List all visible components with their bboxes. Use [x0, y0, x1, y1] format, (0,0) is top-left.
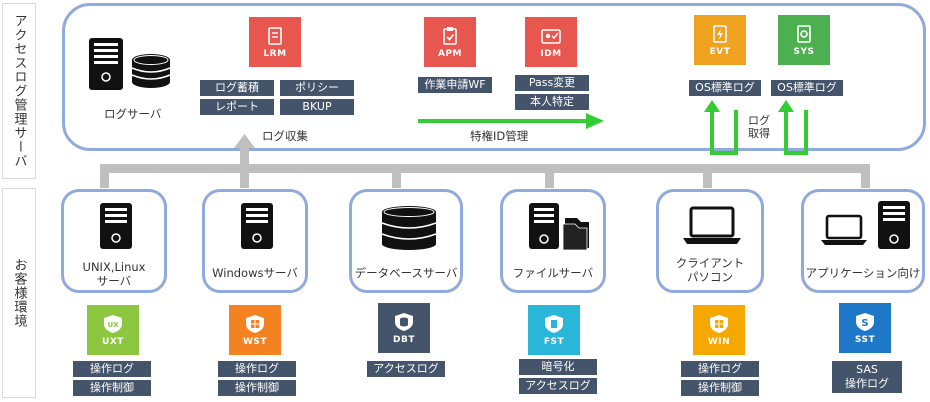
env-box-unix: UNIX,Linux サーバ [61, 189, 167, 293]
env-label-application: アプリケーション向け [805, 266, 921, 280]
log-collection-caption: ログ収集 [262, 129, 308, 143]
document-icon [268, 26, 282, 45]
env-label-unix: UNIX,Linux サーバ [82, 260, 146, 288]
database-shield-icon [395, 312, 413, 331]
evt-tag-os-log: OS標準ログ [689, 80, 761, 96]
windows-shield-icon [246, 314, 264, 333]
windows-shield-icon [710, 314, 728, 333]
dbt-tag-access-log: アクセスログ [367, 361, 445, 377]
apm-code: APM [437, 48, 463, 59]
apm-tile: APM [424, 17, 476, 67]
server-icon [241, 203, 273, 249]
wst-code: WST [242, 336, 268, 347]
server-icon [100, 203, 132, 249]
privilege-id-caption: 特権ID管理 [470, 129, 529, 143]
win-tag-operation-log: 操作ログ [681, 361, 759, 377]
idm-tile: IDM [525, 17, 577, 67]
apm-tag-workflow: 作業申請WF [418, 77, 492, 93]
dbt-code: DBT [393, 334, 415, 345]
uxt-tag-operation-log: 操作ログ [73, 361, 151, 377]
lrm-tag-log-storage: ログ蓄積 [200, 80, 274, 96]
lrm-code: LRM [263, 48, 287, 59]
sys-code: SYS [793, 46, 815, 57]
idm-tag-password-change: Pass変更 [515, 75, 589, 91]
shield-icon: UX [104, 314, 122, 333]
file-shield-icon [545, 314, 563, 333]
win-tag-operation-control: 操作制御 [681, 380, 759, 396]
file-server-icon [529, 203, 589, 251]
fst-tile: FST [528, 305, 580, 355]
lrm-tag-policy: ポリシー [280, 80, 354, 96]
idm-tag-identity: 本人特定 [515, 94, 589, 110]
env-label-client-pc: クライアント パソコン [675, 256, 745, 284]
env-label-windows: Windowsサーバ [212, 266, 298, 280]
wst-tag-operation-control: 操作制御 [218, 380, 296, 396]
env-box-database: データベースサーバ [349, 189, 463, 293]
clipboard-check-icon [443, 26, 457, 45]
dbt-tile: DBT [378, 303, 430, 353]
env-label-file: ファイルサーバ [512, 266, 594, 280]
uxt-tile: UX UXT [87, 305, 139, 355]
wst-tile: WST [229, 305, 281, 355]
log-server-label: ログサーバ [104, 107, 162, 121]
sst-tag-sas-operation-log: SAS 操作ログ [832, 361, 902, 393]
id-card-icon [541, 28, 561, 44]
laptop-server-icon [821, 201, 910, 249]
env-box-application: アプリケーション向け [801, 189, 925, 293]
win-tile: WIN [693, 305, 745, 355]
customer-environment-side-label: お客様環境 [2, 188, 36, 398]
log-acquire-caption: ログ 取得 [748, 114, 770, 140]
sst-tile: S SST [839, 303, 891, 353]
wst-tag-operation-log: 操作ログ [218, 361, 296, 377]
management-server-side-label: アクセスログ管理サーバ [2, 3, 36, 179]
env-box-file: ファイルサーバ [500, 189, 606, 293]
lrm-tile: LRM [249, 17, 301, 67]
laptop-icon [683, 206, 741, 244]
env-box-client-pc: クライアント パソコン [656, 189, 764, 293]
fst-code: FST [543, 336, 565, 347]
document-lightning-icon [713, 24, 727, 43]
svg-text:UX: UX [107, 321, 119, 329]
env-label-database: データベースサーバ [354, 266, 458, 280]
database-icon [381, 206, 437, 250]
uxt-tag-operation-control: 操作制御 [73, 380, 151, 396]
sst-code: SST [854, 334, 876, 345]
sys-tile: SYS [778, 15, 830, 65]
env-box-windows: Windowsサーバ [202, 189, 308, 293]
document-gear-icon [797, 24, 811, 43]
evt-tile: EVT [694, 15, 746, 65]
fst-tag-encryption: 暗号化 [519, 359, 597, 375]
evt-code: EVT [709, 46, 731, 57]
uxt-code: UXT [102, 336, 124, 347]
idm-code: IDM [540, 48, 562, 59]
fst-tag-access-log: アクセスログ [519, 378, 597, 394]
s-shield-icon: S [856, 312, 874, 331]
sys-tag-os-log: OS標準ログ [771, 80, 843, 96]
win-code: WIN [707, 336, 731, 347]
lrm-tag-backup: BKUP [280, 99, 354, 115]
lrm-tag-report: レポート [200, 99, 274, 115]
svg-text:S: S [861, 318, 868, 329]
